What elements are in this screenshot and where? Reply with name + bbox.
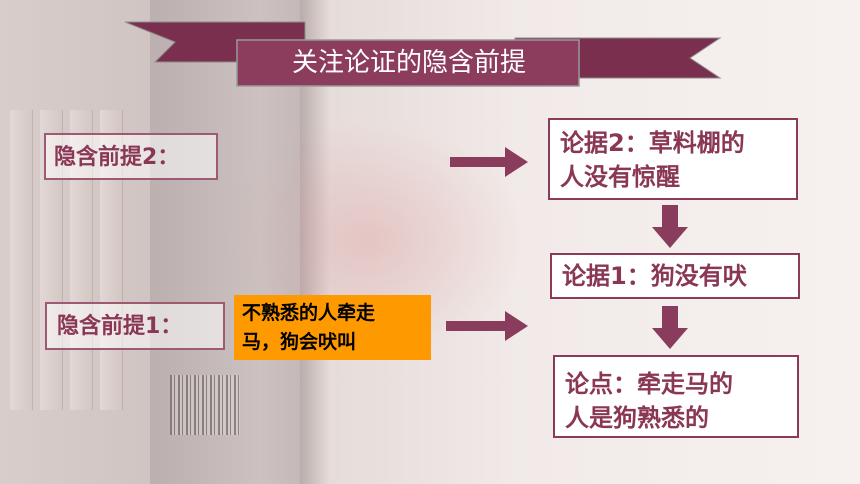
background-barcode bbox=[170, 375, 240, 435]
evidence-2-line-2: 人没有惊醒 bbox=[560, 163, 680, 191]
premise-1-content-line-1: 不熟悉的人牵走 bbox=[242, 302, 376, 324]
right-arrow-icon bbox=[450, 147, 528, 177]
premise-1-content-line-2: 马，狗会吠叫 bbox=[242, 331, 357, 353]
evidence-2-line-1: 论据2：草料棚的 bbox=[560, 129, 745, 157]
implicit-premise-1-label: 隐含前提1： bbox=[57, 314, 183, 339]
banner-main-band bbox=[236, 39, 580, 87]
thesis-line-2: 人是狗熟悉的 bbox=[565, 404, 709, 432]
implicit-premise-1-box: 隐含前提1： bbox=[45, 302, 225, 350]
thesis-box: 论点：牵走马的 人是狗熟悉的 bbox=[553, 355, 799, 438]
implicit-premise-2-box: 隐含前提2： bbox=[44, 133, 218, 180]
evidence-2-box: 论据2：草料棚的 人没有惊醒 bbox=[548, 118, 798, 200]
down-arrow-icon bbox=[652, 205, 688, 248]
implicit-premise-1-content: 不熟悉的人牵走 马，狗会吠叫 bbox=[234, 295, 431, 360]
right-arrow-icon bbox=[446, 311, 528, 341]
evidence-1-text: 论据1：狗没有吠 bbox=[562, 262, 747, 290]
evidence-1-box: 论据1：狗没有吠 bbox=[550, 253, 800, 299]
banner-title: 关注论证的隐含前提 bbox=[291, 48, 526, 78]
down-arrow-icon bbox=[652, 306, 688, 349]
background-book bbox=[10, 110, 33, 410]
implicit-premise-2-label: 隐含前提2： bbox=[54, 145, 180, 170]
thesis-line-1: 论点：牵走马的 bbox=[565, 370, 733, 398]
